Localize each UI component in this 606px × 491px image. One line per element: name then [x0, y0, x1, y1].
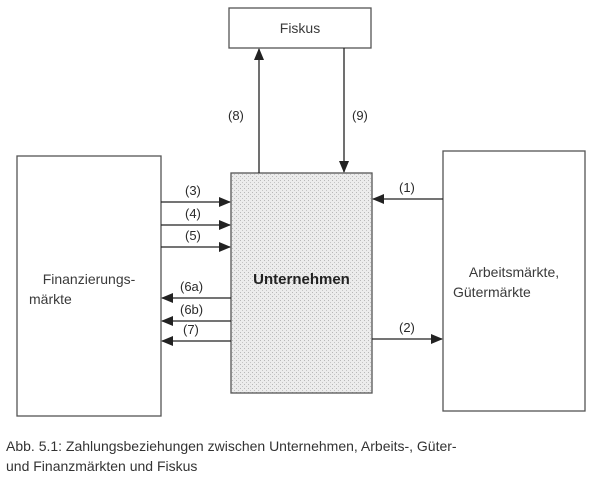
flow-label-1: (1) [399, 180, 415, 195]
unternehmen-label: Unternehmen [253, 271, 350, 288]
unternehmen-box [230, 172, 373, 394]
flow-label-4: (4) [185, 206, 201, 221]
fiskus-label: Fiskus [279, 20, 321, 36]
payment-flow-diagram [16, 7, 586, 417]
fiskus-box [228, 7, 372, 49]
flow-label-5: (5) [185, 228, 201, 243]
arbeit-label-line2: Gütermärkte [453, 284, 531, 300]
finanz-label-line1: Finanzierungs- [42, 271, 136, 287]
arbeit-label-line1: Arbeitsmärkte, [468, 264, 560, 280]
flow-label-2: (2) [399, 320, 415, 335]
figure-caption: Abb. 5.1: Zahlungsbeziehungen zwischen U… [6, 436, 596, 476]
flow-label-8: (8) [228, 108, 244, 123]
flow-label-6b: (6b) [180, 302, 204, 317]
finanzierungsmaerkte-label: Finanzierungs- märkte [17, 269, 161, 309]
caption-line2: und Finanzmärkten und Fiskus [6, 458, 198, 474]
caption-line1: Abb. 5.1: Zahlungsbeziehungen zwischen U… [6, 438, 457, 454]
arbeitsmaerkte-box [442, 150, 586, 412]
arbeitsmaerkte-label: Arbeitsmärkte, Gütermärkte [443, 262, 585, 302]
flow-label-7: (7) [183, 322, 199, 337]
flow-label-6a: (6a) [180, 279, 204, 294]
flow-label-3: (3) [185, 183, 201, 198]
finanz-label-line2: märkte [29, 291, 72, 307]
flow-label-9: (9) [352, 108, 368, 123]
finanzierungsmaerkte-box [16, 155, 162, 417]
